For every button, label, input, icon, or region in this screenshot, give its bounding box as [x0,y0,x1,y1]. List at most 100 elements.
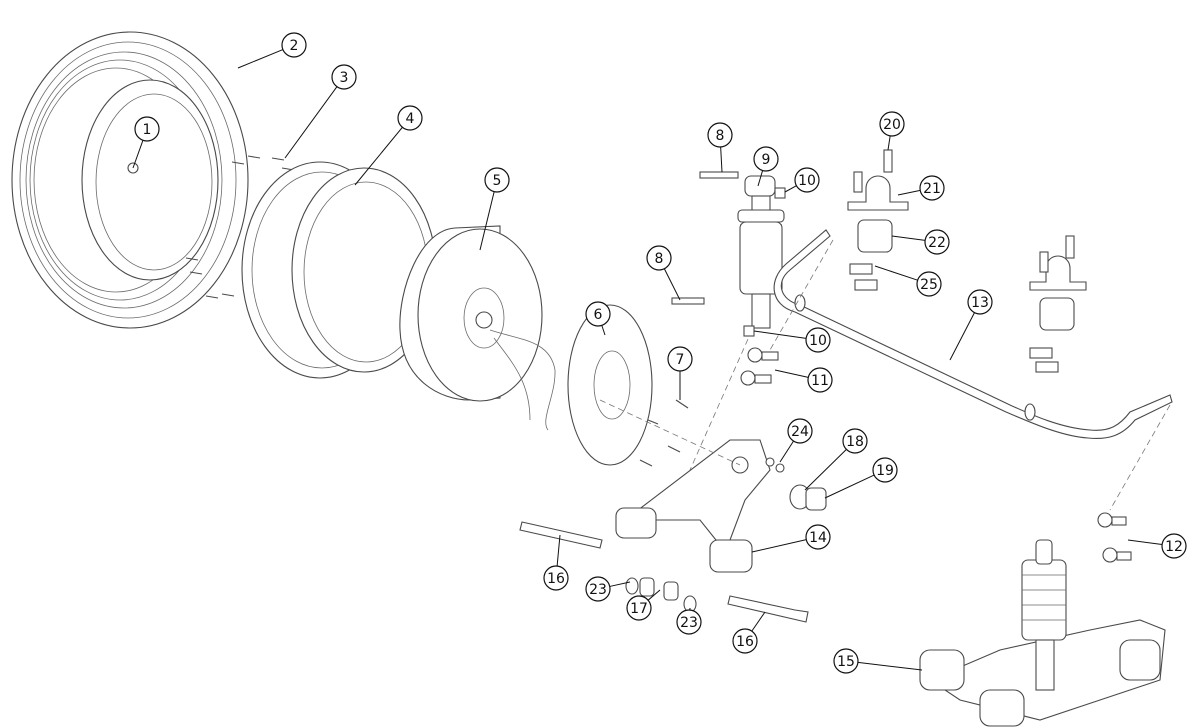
brake-disc [567,304,653,466]
callout-number: 1 [143,122,152,138]
callout-number: 23 [680,615,698,631]
callout-12: 12 [1161,533,1187,559]
callout-6: 6 [585,301,611,327]
callout-1: 1 [134,116,160,142]
shock-absorber [737,175,785,329]
leader-line [887,135,891,151]
callout-16: 16 [543,565,569,591]
callout-17: 17 [626,595,652,621]
callout-22: 22 [924,229,950,255]
callout-number: 3 [340,70,349,86]
leader-line [237,49,284,69]
leader-line [897,189,921,196]
callout-number: 6 [594,307,603,323]
callout-number: 21 [923,181,941,197]
callout-circle [667,346,693,372]
callout-number: 23 [589,582,607,598]
callout-circle [794,167,820,193]
callout-10: 10 [794,167,820,193]
callout-8: 8 [646,245,672,271]
leader-line [556,534,561,567]
callout-circle [919,175,945,201]
callout-circle [585,576,611,602]
callout-circle [281,32,307,58]
callout-number: 17 [630,601,648,617]
pivot-pins [519,521,809,623]
callout-9: 9 [753,146,779,172]
callout-5: 5 [484,167,510,193]
callout-11: 11 [807,367,833,393]
callout-number: 18 [846,434,864,450]
callout-19: 19 [872,457,898,483]
callout-16: 16 [732,628,758,654]
callout-8: 8 [707,122,733,148]
leader-line [647,589,661,601]
callout-number: 24 [791,424,809,440]
leader-line [751,611,766,632]
callout-15: 15 [833,648,859,674]
callout-number: 20 [883,117,901,133]
callout-circle [967,289,993,315]
leader-line [601,325,606,336]
leader-line [720,146,723,173]
leader-line [284,86,338,159]
leader-line [857,661,923,671]
leader-line [479,191,495,251]
leader-line [784,185,797,193]
callout-circle [331,64,357,90]
callout-10: 10 [805,327,831,353]
leader-line [804,449,847,491]
callout-number: 19 [876,463,894,479]
callout-number: 8 [655,251,664,267]
callout-circle [646,245,672,271]
callout-circle [872,457,898,483]
leader-line [824,474,875,499]
callout-circle [626,595,652,621]
callout-number: 25 [920,277,938,293]
callout-number: 13 [971,295,989,311]
leader-line [874,265,918,281]
callout-number: 10 [798,173,816,189]
callout-23: 23 [676,609,702,635]
callout-circle [732,628,758,654]
sway-bar [773,229,1173,440]
end-links-lower [1097,512,1132,563]
callout-circle [676,609,702,635]
callout-number: 16 [547,571,565,587]
callout-4: 4 [397,105,423,131]
leader-line [751,539,807,553]
callout-circle [134,116,160,142]
leader-line [132,140,144,169]
callout-circle [753,146,779,172]
callout-circle [924,229,950,255]
disc-bolts [639,399,689,467]
control-arm [615,439,771,573]
callout-circle [805,327,831,353]
callout-circle [842,428,868,454]
callout-circle [1161,533,1187,559]
callout-21: 21 [919,175,945,201]
callout-circle [484,167,510,193]
leader-line [757,170,764,187]
leader-line [354,126,403,186]
callout-circle [916,271,942,297]
callout-number: 7 [676,352,685,368]
callout-circle [833,648,859,674]
sway-bar-bushings [847,149,1087,373]
callout-13: 13 [967,289,993,315]
leader-line [891,235,926,241]
callout-circle [879,111,905,137]
leader-line [949,312,975,361]
callout-circle [397,105,423,131]
callout-14: 14 [805,524,831,550]
leader-line [753,330,807,339]
callout-25: 25 [916,271,942,297]
leader-line [774,369,809,378]
callout-number: 14 [809,530,827,546]
hub-motor [399,225,556,431]
callout-7: 7 [667,346,693,372]
callout-circle [585,301,611,327]
leader-line [1127,539,1163,545]
